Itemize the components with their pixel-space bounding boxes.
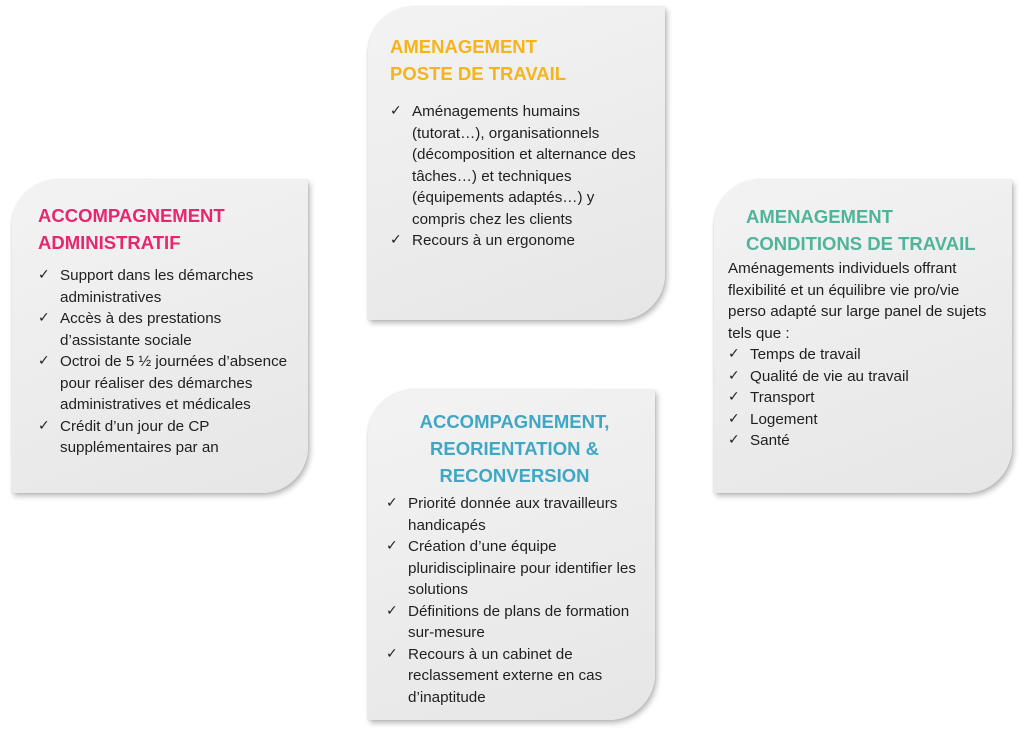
list-item: ✓ Aménagements humains (tutorat…), organi… bbox=[390, 101, 647, 230]
list-item: ✓ Santé bbox=[728, 430, 1000, 452]
list-item: ✓ Octroi de 5 ½ journées d’absence pour r… bbox=[38, 351, 294, 416]
card-title-conditions: AMENAGEMENT CONDITIONS DE TRAVAIL bbox=[728, 203, 1000, 257]
admin-list: ✓ Support dans les démarches administrati… bbox=[38, 265, 294, 459]
check-mark-icon: ✓ bbox=[386, 602, 398, 619]
check-mark-icon: ✓ bbox=[390, 103, 402, 119]
list-item-text: Temps de travail bbox=[750, 346, 861, 363]
card-amenagement-poste: AMENAGEMENT POSTE DE TRAVAIL ✓ Aménagemen… bbox=[368, 7, 665, 320]
list-item-text: Santé bbox=[750, 432, 790, 449]
card-title-reorientation: ACCOMPAGNEMENT, REORIENTATION & RECONVER… bbox=[386, 408, 643, 489]
list-item-text: Logement bbox=[750, 410, 818, 428]
check-mark-icon: ✓ bbox=[38, 267, 50, 283]
check-mark-icon: ✓ bbox=[386, 495, 398, 511]
conditions-list: ✓ Temps de travail ✓ Qualité de vie au tra… bbox=[728, 344, 1000, 452]
list-item: ✓ Transport bbox=[728, 387, 1000, 409]
list-item: ✓ Accès à des prestations d’assistante so… bbox=[38, 308, 294, 351]
card-title-poste: AMENAGEMENT POSTE DE TRAVAIL bbox=[390, 33, 647, 87]
check-mark-icon: ✓ bbox=[38, 310, 50, 326]
poste-list: ✓ Aménagements humains (tutorat…), organi… bbox=[390, 101, 647, 252]
check-mark-icon: ✓ bbox=[386, 645, 398, 662]
list-item: ✓ Temps de travail bbox=[728, 344, 1000, 366]
list-item: ✓ Qualité de vie au travail bbox=[728, 366, 1000, 388]
list-item: ✓ Support dans les démarches administrati… bbox=[38, 265, 294, 308]
list-item-text: Priorité donnée aux travailleurs handica… bbox=[408, 495, 618, 534]
title-line: POSTE DE TRAVAIL bbox=[390, 63, 567, 84]
list-item-text: Définitions de plans de formation sur-me… bbox=[408, 602, 630, 642]
card-amenagement-conditions: AMENAGEMENT CONDITIONS DE TRAVAIL Aménag… bbox=[714, 180, 1012, 493]
check-mark-icon: ✓ bbox=[390, 232, 402, 248]
check-mark-icon: ✓ bbox=[386, 538, 398, 554]
list-item-text: Recours à un cabinet de reclassement ext… bbox=[408, 645, 603, 706]
check-mark-icon: ✓ bbox=[38, 353, 50, 369]
list-item-text: Crédit d’un jour de CP supplémentaires p… bbox=[60, 417, 219, 457]
list-item-text: Recours à un ergonome bbox=[412, 232, 575, 249]
title-line: ADMINISTRATIF bbox=[38, 232, 181, 253]
title-line: CONDITIONS DE TRAVAIL bbox=[746, 233, 976, 254]
title-line: AMENAGEMENT bbox=[746, 206, 893, 227]
list-item-text: Octroi de 5 ½ journées d’absence pour ré… bbox=[60, 353, 288, 413]
card-accompagnement-administratif: ACCOMPAGNEMENT ADMINISTRATIF ✓ Support da… bbox=[12, 180, 308, 493]
list-item-text: Support dans les démarches administrativ… bbox=[60, 267, 254, 306]
list-item: ✓ Recours à un cabinet de reclassement ex… bbox=[386, 644, 643, 709]
check-mark-icon: ✓ bbox=[728, 367, 740, 384]
list-item-text: Transport bbox=[750, 389, 815, 406]
title-line: ACCOMPAGNEMENT bbox=[38, 205, 225, 226]
list-item-text: Création d’une équipe pluridisciplinaire… bbox=[408, 538, 636, 598]
title-line: REORIENTATION & bbox=[430, 438, 599, 459]
conditions-intro: Aménagements individuels offrant flexibi… bbox=[728, 260, 987, 342]
list-item: ✓ Crédit d’un jour de CP supplémentaires … bbox=[38, 416, 294, 459]
title-line: ACCOMPAGNEMENT, bbox=[419, 411, 610, 432]
title-line: RECONVERSION bbox=[439, 465, 590, 486]
card-accompagnement-reorientation: ACCOMPAGNEMENT, REORIENTATION & RECONVER… bbox=[368, 390, 655, 720]
list-item-text: Qualité de vie au travail bbox=[750, 367, 909, 385]
check-mark-icon: ✓ bbox=[728, 410, 740, 427]
card-title-admin: ACCOMPAGNEMENT ADMINISTRATIF bbox=[38, 202, 294, 256]
reorientation-list: ✓ Priorité donnée aux travailleurs handic… bbox=[386, 493, 643, 708]
list-item: ✓ Création d’une équipe pluridisciplinair… bbox=[386, 536, 643, 601]
list-item: ✓ Logement bbox=[728, 409, 1000, 431]
check-mark-icon: ✓ bbox=[728, 389, 740, 405]
check-mark-icon: ✓ bbox=[38, 417, 50, 434]
list-item: ✓ Priorité donnée aux travailleurs handic… bbox=[386, 493, 643, 536]
title-line: AMENAGEMENT bbox=[390, 36, 537, 57]
check-mark-icon: ✓ bbox=[728, 346, 740, 362]
list-item-text: Accès à des prestations d’assistante soc… bbox=[60, 310, 222, 349]
list-item: ✓ Recours à un ergonome bbox=[390, 230, 647, 252]
list-item: ✓ Définitions de plans de formation sur-m… bbox=[386, 601, 643, 644]
check-mark-icon: ✓ bbox=[728, 432, 740, 448]
list-item-text: Aménagements humains (tutorat…), organis… bbox=[412, 103, 636, 228]
